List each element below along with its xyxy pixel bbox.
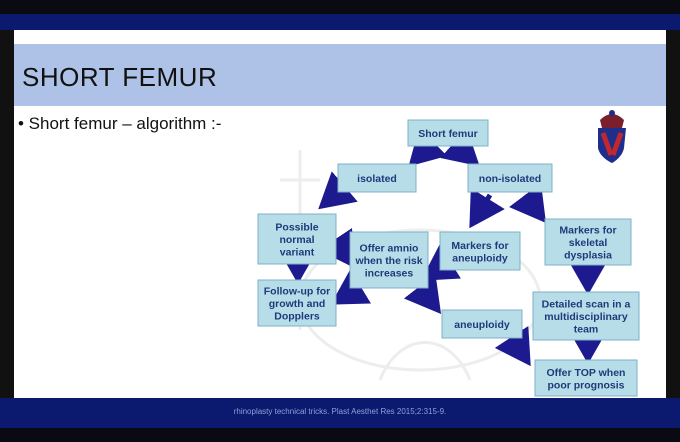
node-label: increases xyxy=(365,268,414,280)
node-label: multidisciplinary xyxy=(544,311,628,323)
node-label: Follow-up for xyxy=(264,286,330,298)
bullet-text: • Short femur – algorithm :- xyxy=(18,114,222,133)
node-label: isolated xyxy=(357,173,397,185)
node-label: Markers for xyxy=(559,225,616,237)
top-blue-band xyxy=(0,14,680,30)
node-label: variant xyxy=(280,247,315,259)
node-box xyxy=(441,309,523,339)
node-label: Offer TOP when xyxy=(547,367,626,379)
node-label: skeletal xyxy=(569,237,608,249)
node-label: non-isolated xyxy=(479,173,541,185)
node-non-isolated: non-isolated xyxy=(467,163,553,193)
node-label: Dopplers xyxy=(274,311,320,323)
node-box xyxy=(544,218,632,266)
node-label: aneuploidy xyxy=(452,252,508,264)
node-label: Detailed scan in a xyxy=(542,299,631,311)
node-box xyxy=(257,279,337,327)
node-label: Possible xyxy=(275,222,318,234)
node-short-femur: Short femur xyxy=(407,119,489,147)
node-box xyxy=(349,231,429,289)
node-box xyxy=(534,359,638,397)
node-box xyxy=(467,163,553,193)
node-box xyxy=(337,163,417,193)
node-box xyxy=(257,213,337,265)
node-label: when the risk xyxy=(354,255,422,267)
node-label: dysplasia xyxy=(564,250,612,262)
flow-arrow xyxy=(408,127,448,167)
node-label: normal xyxy=(279,234,314,246)
node-aneuploidy: aneuploidy xyxy=(441,309,523,339)
nodes-layer: Short femur isolated non-isolatedPossiblen… xyxy=(257,119,640,397)
flow-arrow xyxy=(509,183,546,223)
crest-logo xyxy=(598,110,626,163)
node-box xyxy=(532,291,640,341)
node-label: Offer amnio xyxy=(360,243,419,255)
slide-title: SHORT FEMUR xyxy=(22,62,218,92)
node-isolated: isolated xyxy=(337,163,417,193)
flow-arrow xyxy=(330,269,372,305)
flow-arrow xyxy=(469,187,505,229)
node-box xyxy=(439,231,521,271)
top-dark-band xyxy=(0,0,680,14)
node-label: poor prognosis xyxy=(548,379,625,391)
flow-arrow xyxy=(318,227,355,269)
flow-arrow xyxy=(403,274,442,314)
bottom-dark-band xyxy=(0,428,680,442)
node-label: aneuploidy xyxy=(454,319,510,331)
citation-caption: rhinoplasty technical tricks. Plast Aest… xyxy=(233,407,447,416)
node-label: Markers for xyxy=(451,240,508,252)
node-box xyxy=(407,119,489,147)
flow-arrow xyxy=(440,128,480,167)
node-label: team xyxy=(574,324,599,336)
title-bar: SHORT FEMUR xyxy=(14,44,666,106)
node-label: Short femur xyxy=(418,128,478,140)
node-label: growth and xyxy=(269,298,326,310)
